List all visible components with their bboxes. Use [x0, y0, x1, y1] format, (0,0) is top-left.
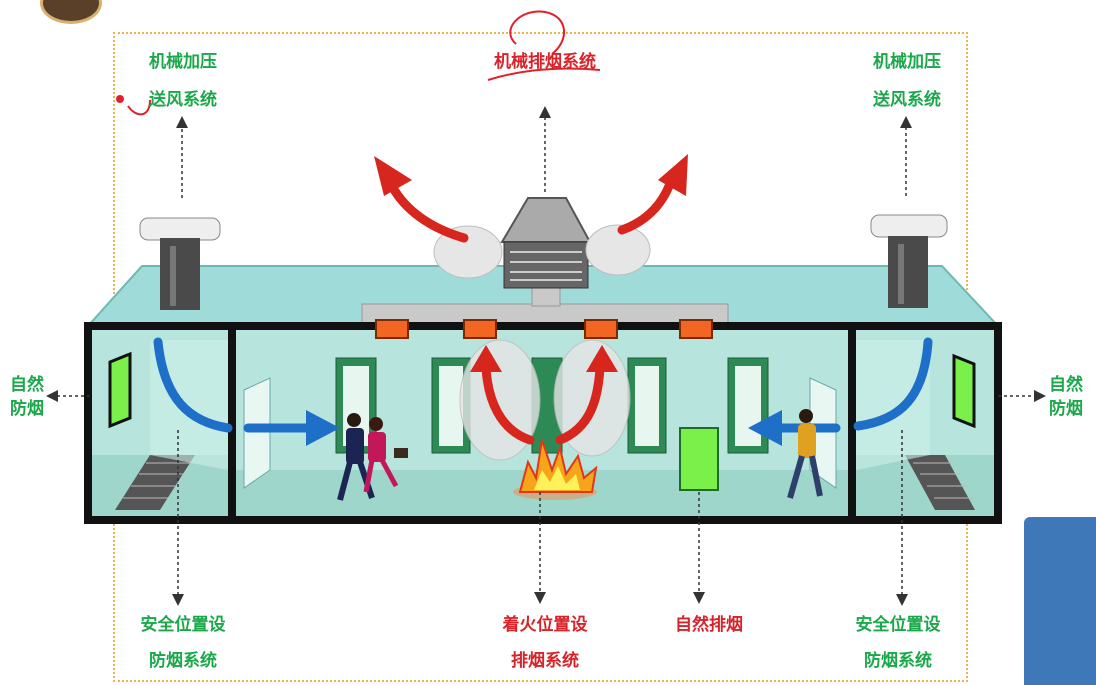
label-top-right-line2: 送风系统	[873, 90, 941, 110]
vent-left	[108, 351, 132, 429]
hand-annotation	[127, 10, 601, 116]
label-left-side-line2: 防烟	[10, 399, 44, 419]
label-bottom-right-line2: 防烟系统	[864, 651, 932, 671]
floor-grille-left	[115, 455, 195, 510]
label-top-left-line2: 送风系统	[149, 90, 217, 110]
exhaust-fan-icon	[500, 197, 592, 289]
fire-icon	[513, 439, 598, 500]
label-bottom-left-line2: 防烟系统	[149, 651, 217, 671]
webcam-overlay	[1024, 517, 1096, 685]
label-bottom-left-line1: 安全位置设	[140, 615, 226, 635]
person-icon	[337, 413, 408, 501]
floor-grille-right	[905, 455, 975, 510]
smoke-dampers	[375, 319, 713, 339]
label-right-side-line1: 自然	[1049, 375, 1083, 395]
label-bottom-natural: 自然排烟	[675, 615, 743, 635]
label-right-side-line2: 防烟	[1049, 399, 1083, 419]
vent-right	[952, 353, 976, 429]
person-icon	[787, 409, 823, 499]
label-bottom-right-line1: 安全位置设	[855, 615, 941, 635]
label-left-side-line1: 自然	[10, 375, 44, 395]
pointer-arrows	[46, 106, 1046, 606]
smoke-flow-arrows	[387, 173, 677, 445]
label-top-center: 机械排烟系统	[494, 52, 596, 72]
natural-exhaust-window	[679, 427, 719, 491]
label-top-right-line1: 机械加压	[873, 52, 941, 72]
label-bottom-center-line2: 排烟系统	[511, 651, 579, 671]
label-bottom-center-line1: 着火位置设	[502, 615, 588, 635]
fan-unit-icon	[139, 214, 948, 310]
label-top-left-line1: 机械加压	[149, 52, 217, 72]
